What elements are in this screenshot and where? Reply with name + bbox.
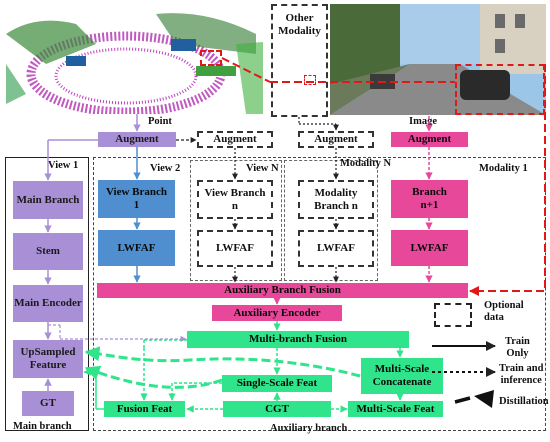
multi-branch-fusion-label: Multi-branch Fusion	[248, 333, 348, 346]
other-modality-box: Other Modality	[271, 4, 328, 117]
cgt-label: CGT	[265, 402, 289, 415]
modality-n-column	[284, 160, 378, 281]
cgt-box: CGT	[223, 401, 331, 417]
view-branch-1-box: View Branch 1	[98, 180, 175, 218]
lwfaf-modalityN-label: LWFAF	[317, 242, 355, 255]
multi-scale-feat-box: Multi-Scale Feat	[348, 401, 443, 417]
main-branch-box: Main Branch	[13, 181, 83, 219]
modality-branch-n-label: Modality Branch n	[314, 186, 358, 212]
lwfaf-view1: LWFAF	[98, 230, 175, 266]
modality1-label: Modality 1	[479, 163, 528, 174]
main-branch-title: Main branch	[13, 421, 72, 432]
stem-box: Stem	[13, 233, 83, 270]
auxiliary-branch-container	[93, 157, 546, 431]
point-label: Point	[148, 116, 172, 127]
fusion-feat-box: Fusion Feat	[104, 401, 185, 417]
lwfaf-modalityN: LWFAF	[298, 230, 374, 267]
modalityN-label: Modality N	[340, 158, 392, 169]
view-branch-n-box: View Branch n	[197, 180, 273, 219]
multi-scale-concat-label: Multi-Scale Concatenate	[372, 363, 432, 388]
view2-label: View 2	[150, 163, 181, 174]
augment-image-label: Augment	[407, 133, 452, 146]
main-branch-container	[5, 157, 89, 431]
lwfaf-view1-label: LWFAF	[117, 241, 156, 254]
aux-branch-fusion-label: Auxiliary Branch Fusion	[224, 284, 341, 297]
legend-train-inference-label: Train and inference	[499, 363, 544, 387]
gt-box: GT	[22, 391, 74, 416]
main-encoder-box: Main Encoder	[13, 285, 83, 322]
augment-main: Augment	[98, 132, 176, 147]
augment-image: Augment	[391, 132, 468, 147]
lwfaf-viewN: LWFAF	[197, 230, 273, 267]
aux-encoder-label: Auxiliary Encoder	[233, 306, 321, 319]
legend-train-only-label: Train Only	[505, 336, 530, 360]
single-scale-feat-box: Single-Scale Feat	[222, 375, 332, 392]
augment-main-label: Augment	[115, 133, 159, 146]
main-branch-label: Main Branch	[16, 193, 80, 206]
view1-label: View 1	[48, 160, 79, 171]
viewN-label: View N	[246, 163, 279, 174]
view-branch-n-label: View Branch n	[204, 186, 266, 212]
augment-modality-n: Augment	[298, 131, 374, 148]
stem-label: Stem	[36, 245, 60, 258]
single-scale-feat-label: Single-Scale Feat	[236, 377, 318, 390]
lwfaf-viewN-label: LWFAF	[216, 242, 254, 255]
other-modality-glyph	[304, 75, 316, 85]
view-branch-1-label: View Branch 1	[105, 186, 167, 211]
legend-optional-label: Optional data	[484, 300, 524, 324]
augment-view-n: Augment	[197, 131, 273, 148]
multi-scale-concat-box: Multi-Scale Concatenate	[361, 358, 443, 394]
image-label: Image	[409, 116, 437, 127]
lwfaf-modality1-label: LWFAF	[410, 241, 449, 254]
upsampled-feature-label: UpSampled Feature	[20, 346, 76, 371]
legend-distillation-label: Distillation	[499, 396, 549, 407]
branch-n1-label: Branch n+1	[412, 186, 447, 211]
multi-scale-feat-label: Multi-Scale Feat	[356, 402, 435, 415]
aux-branch-fusion-box: Auxiliary Branch Fusion	[97, 283, 468, 298]
multi-branch-fusion-box: Multi-branch Fusion	[187, 331, 409, 348]
other-modality-label: Other Modality	[278, 12, 321, 37]
lwfaf-modality1: LWFAF	[391, 230, 468, 266]
main-encoder-label: Main Encoder	[14, 297, 82, 310]
branch-n1-box: Branch n+1	[391, 180, 468, 218]
street-image	[330, 4, 546, 115]
legend-optional-box	[434, 303, 472, 327]
modality-branch-n-box: Modality Branch n	[298, 180, 374, 219]
augment-view-n-label: Augment	[213, 133, 257, 146]
point-cloud-highlight	[200, 50, 222, 66]
augment-modality-n-label: Augment	[314, 133, 358, 146]
aux-branch-title: Auxiliary branch	[270, 423, 348, 434]
upsampled-feature-box: UpSampled Feature	[13, 340, 83, 378]
gt-label: GT	[40, 397, 56, 410]
fusion-feat-label: Fusion Feat	[116, 402, 173, 415]
aux-encoder-box: Auxiliary Encoder	[212, 305, 342, 321]
